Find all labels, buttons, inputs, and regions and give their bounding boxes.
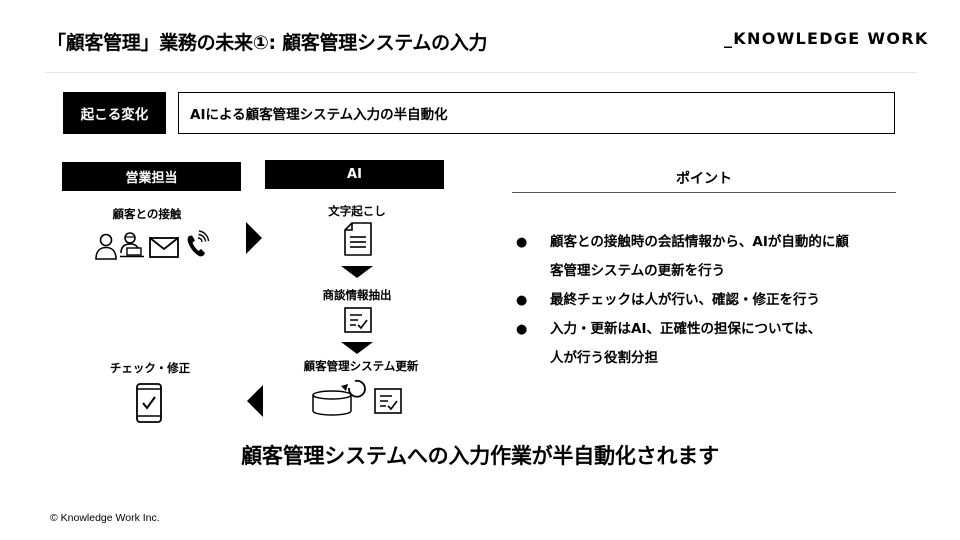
mail-icon — [149, 237, 179, 258]
phone-icon — [187, 230, 210, 257]
point-line: 客管理システムの更新を行う — [550, 263, 726, 279]
person-with-laptop-icon — [120, 232, 144, 258]
change-label: 起こる変化 — [63, 92, 166, 134]
checklist-icon — [344, 307, 372, 333]
points-divider — [512, 192, 896, 193]
lane-header-sales: 営業担当 — [62, 162, 241, 191]
page-title: 「顧客管理」業務の未来①: 顧客管理システムの入力 — [47, 32, 488, 54]
bullet-icon: ● — [516, 322, 528, 337]
step-transcription-label: 文字起こし — [328, 204, 386, 218]
person-icon — [95, 233, 117, 260]
list-item: ● 顧客との接触時の会話情報から、AIが自動的に顧 客管理システムの更新を行う — [512, 228, 912, 286]
arrow-right-icon — [246, 222, 262, 254]
point-line: 顧客との接触時の会話情報から、AIが自動的に顧 — [550, 234, 849, 250]
bullet-icon: ● — [516, 235, 528, 250]
list-item: ● 入力・更新はAI、正確性の担保については、 人が行う役割分担 — [512, 315, 912, 373]
brand-logo: _KNOWLEDGE WORK — [724, 29, 929, 48]
bullet-icon: ● — [516, 293, 528, 308]
checklist-icon — [374, 388, 402, 414]
point-line: 最終チェックは人が行い、確認・修正を行う — [550, 292, 820, 308]
smartphone-check-icon — [136, 383, 162, 423]
change-description: AIによる顧客管理システム入力の半自動化 — [178, 92, 895, 134]
summary-text: 顧客管理システムへの入力作業が半自動化されます — [241, 444, 719, 468]
step-extraction-label: 商談情報抽出 — [322, 288, 392, 302]
step-check-fix-label: チェック・修正 — [109, 361, 191, 375]
database-sync-icon — [312, 379, 366, 416]
arrow-down-icon — [341, 266, 373, 278]
arrow-left-icon — [247, 385, 263, 417]
points-list: ● 顧客との接触時の会話情報から、AIが自動的に顧 客管理システムの更新を行う … — [512, 228, 912, 373]
copyright: © Knowledge Work Inc. — [50, 512, 160, 524]
document-icon — [344, 222, 372, 256]
lane-header-ai: AI — [265, 160, 444, 189]
points-title: ポイント — [676, 171, 732, 187]
point-line: 人が行う役割分担 — [550, 350, 658, 366]
arrow-down-icon — [341, 342, 373, 354]
header-divider — [45, 72, 917, 73]
step-customer-contact-label: 顧客との接触 — [112, 207, 182, 221]
list-item: ● 最終チェックは人が行い、確認・修正を行う — [512, 286, 912, 315]
step-crm-update-label: 顧客管理システム更新 — [303, 359, 419, 373]
point-line: 入力・更新はAI、正確性の担保については、 — [550, 321, 822, 337]
